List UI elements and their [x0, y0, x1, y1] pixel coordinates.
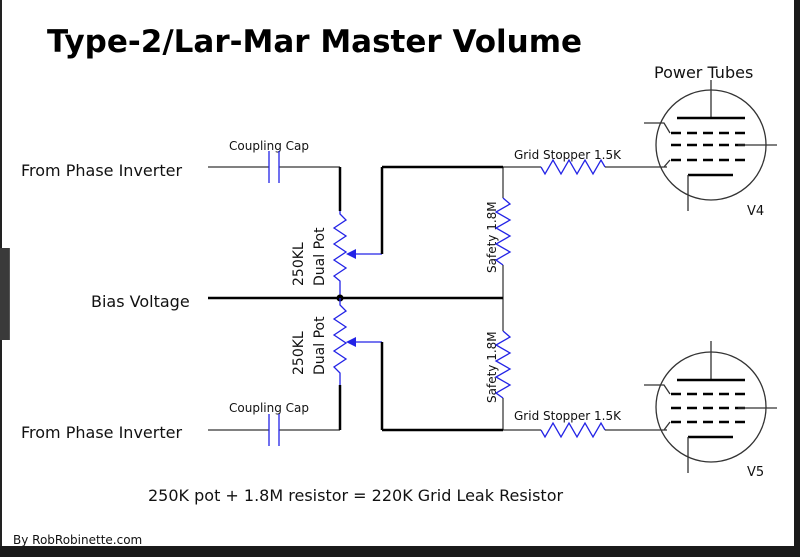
pot-value-bottom: 250KL [291, 331, 307, 375]
pot-top-resistor-symbol [332, 211, 348, 298]
bias-voltage-label: Bias Voltage [91, 292, 190, 311]
grid-stopper-label-bottom: Grid Stopper 1.5K [514, 409, 622, 423]
coupling-cap-bottom-symbol [268, 414, 280, 446]
power-tube-v5-icon [644, 341, 777, 473]
pot-bottom-wiper [346, 337, 503, 432]
pot-value-top: 250KL [291, 242, 307, 286]
pot-type-top: Dual Pot [312, 227, 328, 286]
grid-stopper-label-top: Grid Stopper 1.5K [514, 148, 622, 162]
bottom-input-wire [208, 385, 342, 431]
window-bottom-bar [0, 546, 800, 557]
diagram-title: Type-2/Lar-Mar Master Volume [47, 24, 582, 60]
coupling-cap-label-top: Coupling Cap [229, 139, 309, 153]
pot-type-bottom: Dual Pot [312, 316, 328, 375]
top-input-wire [208, 166, 342, 211]
tube-label-v5: V5 [747, 465, 764, 480]
schematic-canvas [2, 0, 794, 546]
power-tube-v4-icon [644, 80, 777, 211]
input-label-bottom: From Phase Inverter [21, 423, 182, 442]
safety-resistor-bottom [494, 298, 512, 430]
credit-text: By RobRobinette.com [13, 533, 142, 547]
grid-stopper-bottom [503, 421, 667, 439]
tube-label-v4: V4 [747, 204, 764, 219]
safety-resistor-label-bottom: Safety 1.8M [485, 331, 499, 403]
coupling-cap-top-symbol [268, 151, 280, 183]
side-panel-handle[interactable] [0, 248, 10, 340]
grid-stopper-top [503, 158, 667, 176]
grid-leak-formula: 250K pot + 1.8M resistor = 220K Grid Lea… [148, 486, 563, 505]
pot-bottom-resistor-symbol [332, 298, 348, 385]
power-tubes-label: Power Tubes [654, 63, 753, 82]
safety-resistor-top [494, 167, 512, 298]
pot-top-wiper [346, 165, 503, 259]
input-label-top: From Phase Inverter [21, 161, 182, 180]
window-right-edge [794, 0, 800, 557]
safety-resistor-label-top: Safety 1.8M [485, 201, 499, 273]
coupling-cap-label-bottom: Coupling Cap [229, 401, 309, 415]
